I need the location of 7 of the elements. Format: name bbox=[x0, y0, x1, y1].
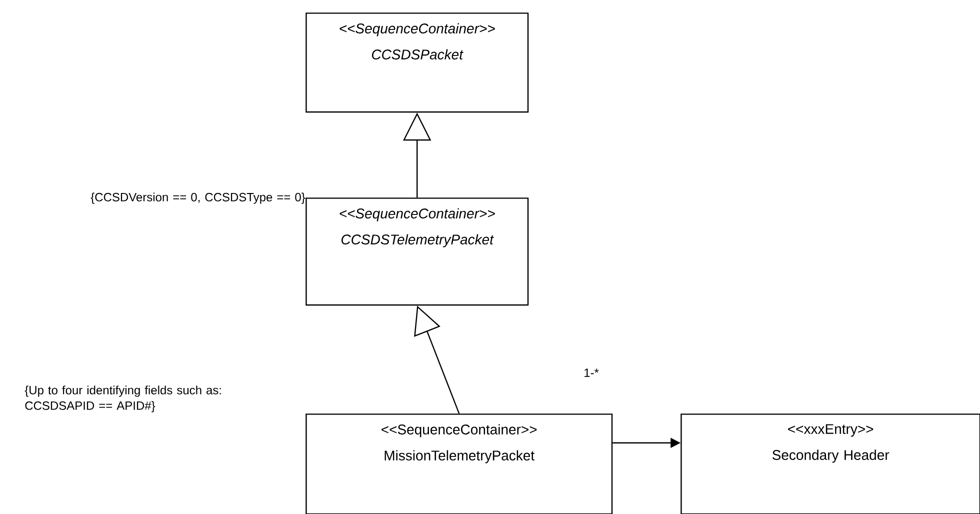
constraint-note: {CCSDVersion == 0, CCSDSType == 0} bbox=[90, 192, 306, 204]
class-box: <<SequenceContainer>> CCSDSPacket bbox=[306, 12, 529, 113]
constraint-note: {Up to four identifying fields such as: CCSDSAPID == APID#} bbox=[24, 386, 221, 412]
multiplicity-label: 1-* bbox=[584, 368, 599, 377]
class-box: <<SequenceContainer>> CCSDSTelemetryPacket bbox=[306, 198, 529, 306]
class-box: <<SequenceContainer>> MissionTelemetryPacket bbox=[306, 414, 613, 514]
class-box: <<xxxEntry>> Secondary Header bbox=[680, 414, 980, 514]
